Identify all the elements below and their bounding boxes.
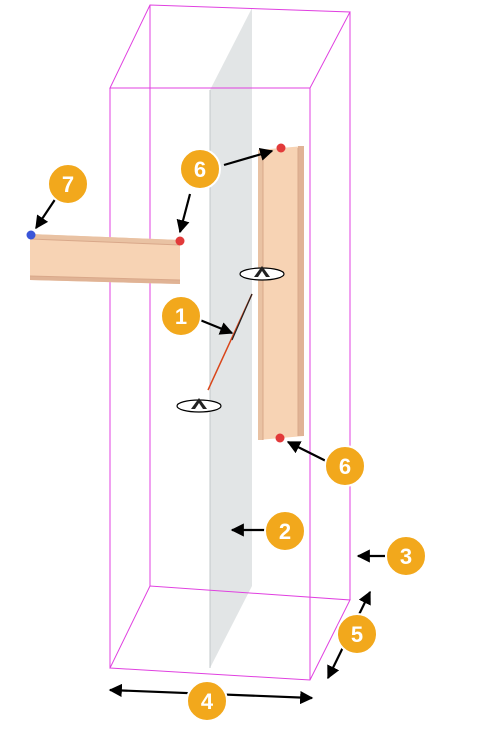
callout-1: 1 [160, 295, 202, 337]
end-point-beam [175, 236, 185, 246]
callout-5-label: 5 [351, 622, 363, 647]
callout-4: 4 [186, 680, 228, 722]
section-marker-bottom [176, 398, 222, 413]
callout-6-bottom-label: 6 [339, 454, 351, 479]
section-plane [210, 8, 252, 668]
section-marker-top [239, 266, 285, 281]
callout-7: 7 [47, 163, 89, 205]
callout-7-label: 7 [62, 172, 74, 197]
horizontal-beam [29, 234, 181, 284]
callout-6-top: 6 [179, 148, 221, 190]
callout-6-bottom: 6 [324, 445, 366, 487]
end-point-top [276, 143, 286, 153]
callout-2: 2 [264, 510, 306, 552]
start-point-beam [26, 230, 36, 240]
callout-2-label: 2 [279, 519, 291, 544]
callout-1-label: 1 [175, 304, 187, 329]
section-line-dark [231, 293, 253, 341]
end-point-bottom [275, 433, 285, 443]
bounding-box [109, 4, 351, 681]
callout-3-label: 3 [400, 544, 412, 569]
callout-3: 3 [385, 535, 427, 577]
callout-4-label: 4 [201, 689, 214, 714]
callout-5: 5 [336, 613, 378, 655]
callout-6-top-label: 6 [194, 157, 206, 182]
vertical-beam [258, 146, 304, 440]
